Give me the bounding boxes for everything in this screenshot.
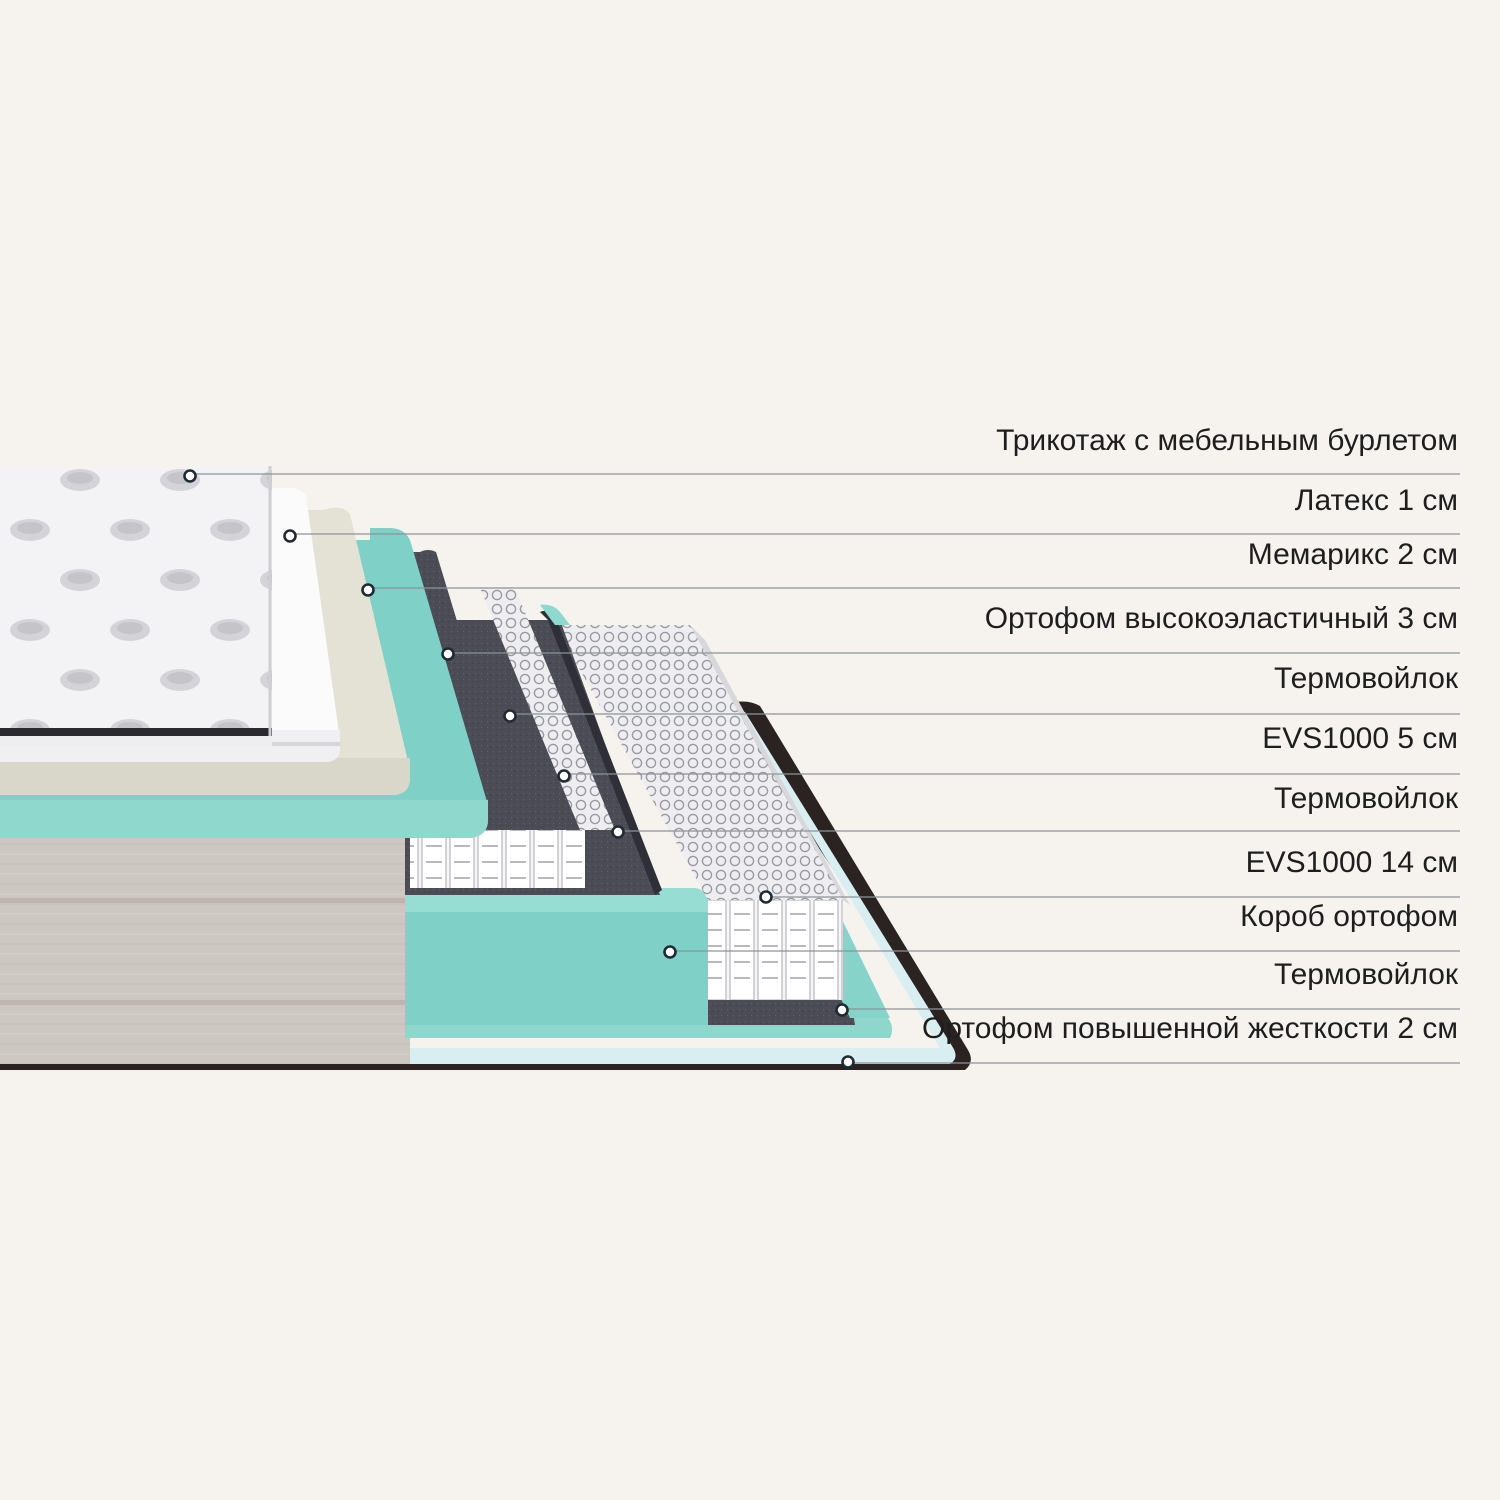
- layer-marker: [759, 890, 773, 904]
- layer-label: Мемарикс 2 см: [1247, 538, 1458, 571]
- layer-label: Термовойлок: [1273, 958, 1458, 991]
- layer-label: Термовойлок: [1273, 662, 1458, 695]
- ortho-box: [405, 888, 708, 1025]
- layer-marker: [283, 529, 297, 543]
- layer-marker: [441, 647, 455, 661]
- layer-label: EVS1000 14 см: [1245, 846, 1458, 879]
- layer-label: Латекс 1 см: [1294, 484, 1458, 517]
- layer-marker: [663, 945, 677, 959]
- layer-label: EVS1000 5 см: [1262, 722, 1458, 755]
- layer-label: Ортофом повышенной жесткости 2 см: [922, 1012, 1458, 1045]
- layer-marker: [183, 469, 197, 483]
- layer-label: Термовойлок: [1273, 782, 1458, 815]
- layer-marker: [557, 769, 571, 783]
- layer-label: Ортофом высокоэластичный 3 см: [984, 602, 1458, 635]
- box-side: [0, 838, 410, 1064]
- layer-label: Короб ортофом: [1240, 900, 1458, 933]
- spring-block-upper: [410, 830, 585, 888]
- leader-lines: [183, 469, 1460, 1069]
- layer-marker: [835, 1003, 849, 1017]
- layer-marker: [841, 1055, 855, 1069]
- layer-label: Трикотаж с мебельным бурлетом: [996, 424, 1458, 457]
- spring-block-lower: [708, 900, 843, 1000]
- layer-marker: [361, 583, 375, 597]
- layer-marker: [503, 709, 517, 723]
- knit-cover: [0, 466, 272, 734]
- layer-marker: [611, 825, 625, 839]
- spring-top-upper: [480, 588, 615, 830]
